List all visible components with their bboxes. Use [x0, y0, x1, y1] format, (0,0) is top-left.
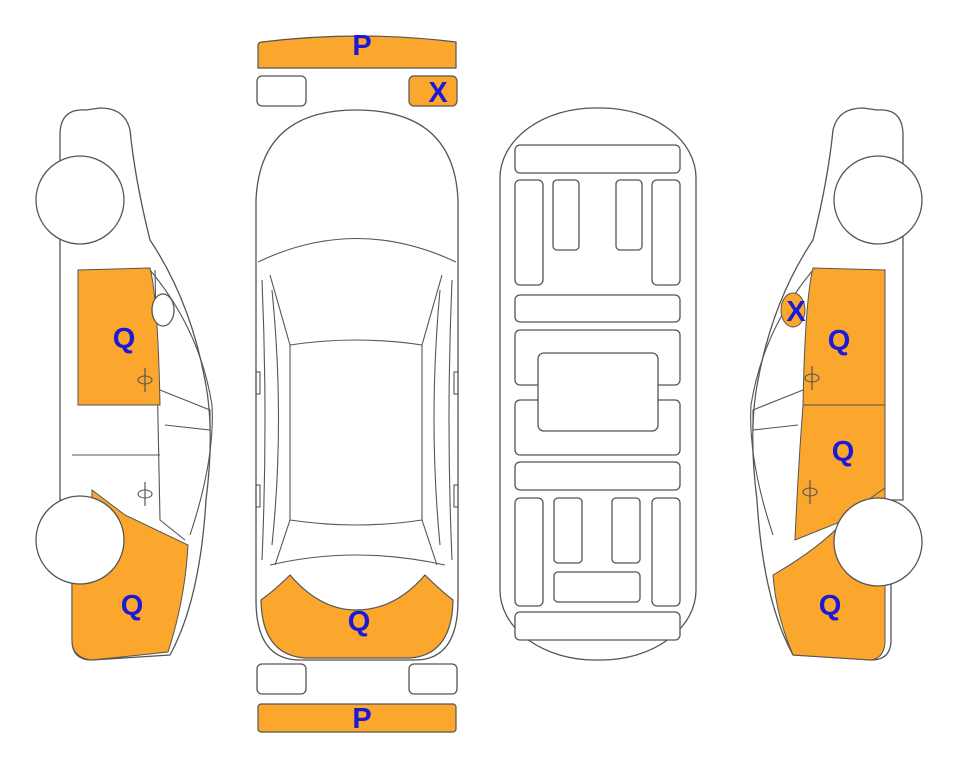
front-left-light: [256, 75, 307, 107]
right-front-door-mark: Q: [828, 325, 851, 357]
underbody-front-right-block: [615, 179, 643, 251]
right-mirror: [752, 389, 804, 431]
rear-area-mark: Q: [348, 606, 371, 638]
front-bumper-damage: [257, 35, 457, 69]
top-side-lines: [261, 279, 453, 561]
underbody-front-right-rail: [651, 179, 681, 286]
underbody-rear-right-rail: [651, 497, 681, 607]
underbody-crossmember-2: [514, 461, 681, 491]
underbody-front-left-block: [552, 179, 580, 251]
underbody-crossmember-1: [514, 294, 681, 323]
underbody-rear-bar: [514, 611, 681, 641]
underbody-rear-right-block: [611, 497, 641, 564]
underbody-view: [499, 107, 697, 661]
left-door-handle-rear: [137, 482, 153, 506]
underbody-front-bar: [514, 144, 681, 174]
right-mirror-damage: [780, 292, 806, 328]
left-door-handle-front: [137, 368, 153, 392]
top-right-handle: [453, 484, 459, 508]
right-mirror-mark: X: [786, 296, 806, 328]
top-right-mirror: [453, 371, 459, 395]
left-rear-wheel: [35, 495, 125, 585]
underbody-front-left-rail: [514, 179, 544, 286]
rear-bumper-damage: [257, 703, 457, 733]
right-door-handle-rear: [802, 480, 818, 504]
top-trunk-line: [269, 554, 446, 566]
rear-bumper-mark: P: [352, 703, 371, 735]
left-side-view: Q Q: [35, 107, 213, 661]
left-front-door-mark: Q: [113, 323, 136, 355]
left-mirror: [159, 389, 211, 431]
underbody-rear-left-block: [553, 497, 583, 564]
top-left-handle: [255, 484, 261, 508]
right-side-view: X Q Q Q: [750, 107, 923, 661]
underbody-center-panel: [537, 352, 659, 432]
right-rear-door-mark: Q: [832, 436, 855, 468]
top-a-pillars: [269, 274, 443, 346]
right-front-wheel: [833, 155, 923, 245]
left-front-wheel: [35, 155, 125, 245]
front-right-light-mark: X: [428, 77, 448, 109]
rear-right-light: [408, 663, 458, 695]
right-rear-quarter-mark: Q: [819, 590, 842, 622]
underbody-rear-box: [553, 571, 641, 603]
right-rear-wheel: [833, 497, 923, 587]
top-inner-lines: [271, 289, 441, 546]
left-rear-quarter-mark: Q: [121, 590, 144, 622]
left-window-line: [149, 269, 213, 536]
right-door-handle-front: [804, 366, 820, 390]
top-hood-line: [257, 238, 457, 263]
rear-left-light: [256, 663, 307, 695]
top-c-pillars: [274, 519, 438, 566]
left-side-mirror: [151, 293, 175, 327]
underbody-rear-left-rail: [514, 497, 544, 607]
front-right-light-damage: [408, 75, 458, 107]
top-left-mirror: [255, 371, 261, 395]
front-bumper-mark: P: [352, 30, 371, 62]
top-view: P X Q P: [255, 30, 459, 735]
rear-area-damage: [260, 574, 454, 659]
